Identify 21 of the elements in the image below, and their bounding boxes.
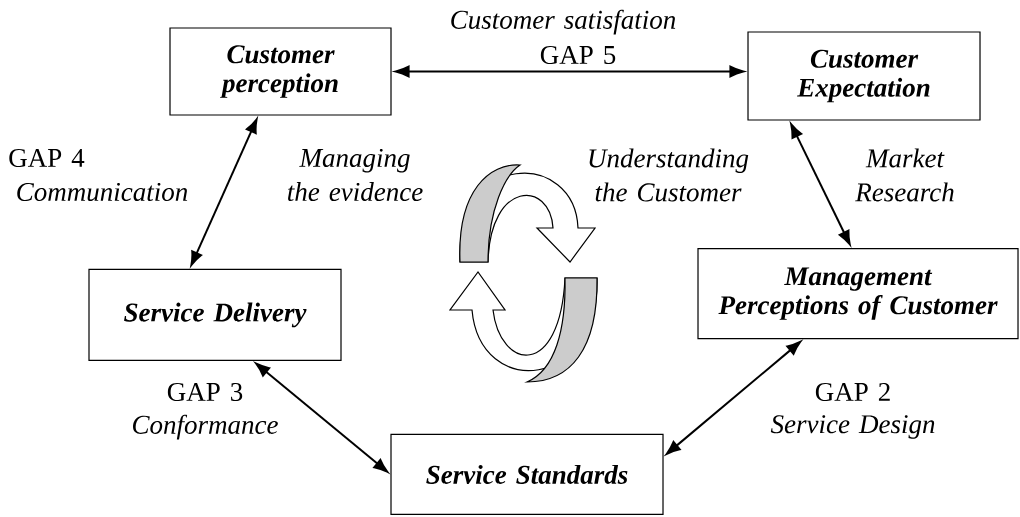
process-box: Service Standards [390, 433, 664, 515]
gap-label: Understanding the Customer [589, 148, 749, 202]
gap-label: Market Research [855, 148, 954, 202]
process-box: Management Perceptions of Customer [697, 248, 1019, 340]
gap-label: GAP 4 [9, 148, 85, 168]
arrow [394, 65, 745, 78]
process-box: Service Delivery [88, 268, 342, 361]
gap-label: Customer satisfation [451, 9, 676, 35]
gap-label: GAP 5 [540, 45, 616, 65]
gap-label: Managing the evidence [288, 148, 423, 202]
gap-label: GAP 3 [167, 382, 243, 402]
gap-label: Service Design [770, 415, 935, 439]
process-box: Customer Expectation [747, 31, 981, 121]
arrow [665, 340, 802, 455]
arrow [190, 118, 258, 266]
process-box: Customer perception [169, 27, 392, 116]
gap-label: GAP 2 [815, 382, 890, 402]
gap-label: Conformance [133, 414, 278, 440]
gap-label: Communication [17, 182, 188, 202]
arrow [790, 123, 851, 246]
arrow [255, 362, 389, 473]
